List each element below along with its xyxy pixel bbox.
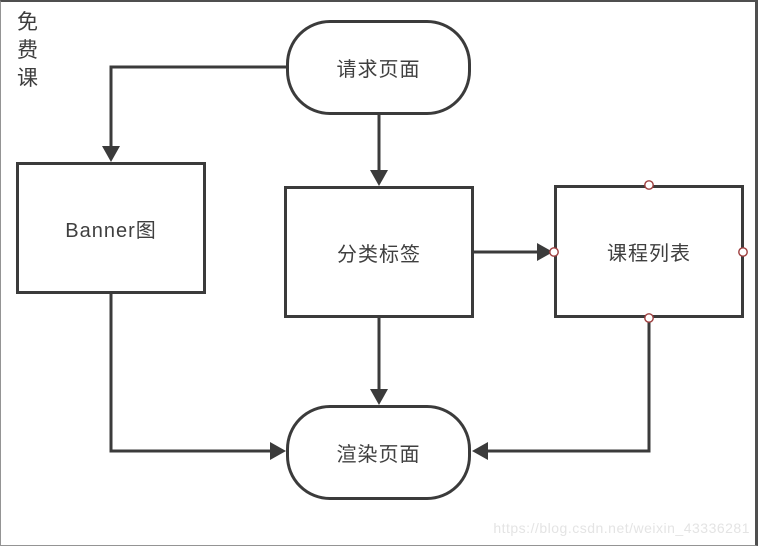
node-request-page[interactable]: 请求页面 <box>286 20 471 115</box>
node-category-tags[interactable]: 分类标签 <box>284 186 474 318</box>
edge-category-to-course[interactable] <box>474 243 553 261</box>
csdn-watermark: https://blog.csdn.net/weixin_43336281 <box>493 520 750 536</box>
node-course-list[interactable]: 课程列表 <box>554 185 744 318</box>
free-course-label: 免费课 <box>17 11 38 90</box>
edge-category-to-render[interactable] <box>370 318 388 405</box>
node-banner-image[interactable]: Banner图 <box>16 162 206 294</box>
node-render-page[interactable]: 渲染页面 <box>286 405 471 500</box>
edge-banner-to-render[interactable] <box>109 294 286 460</box>
edge-request-to-banner[interactable] <box>102 65 286 162</box>
edge-request-to-category[interactable] <box>370 112 388 186</box>
edge-course-to-render[interactable] <box>472 318 651 460</box>
